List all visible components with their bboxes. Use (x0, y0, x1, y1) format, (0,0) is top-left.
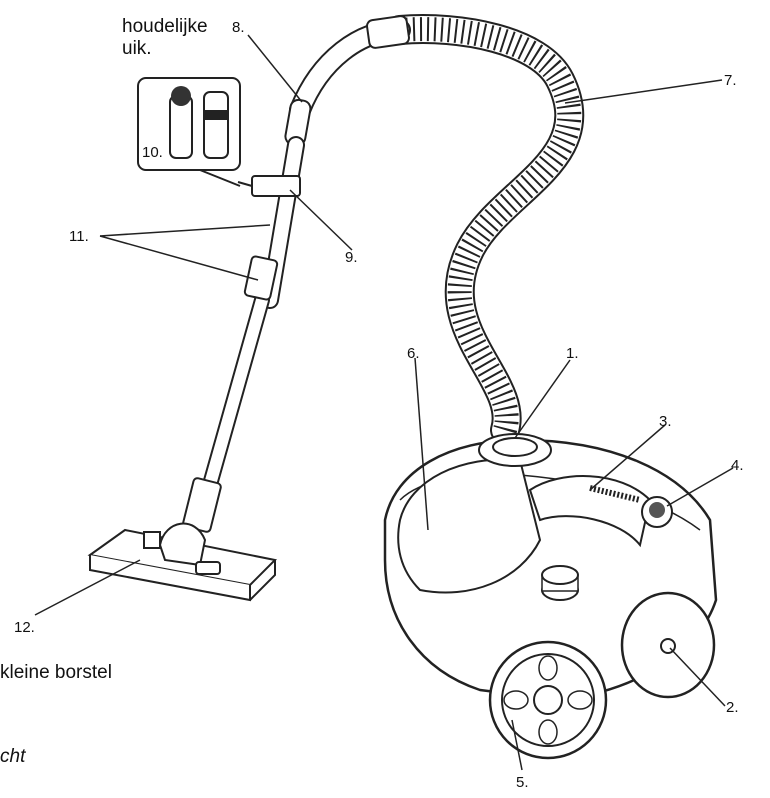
text-fragment-mid: kleine borstel (0, 662, 112, 683)
callout-1: 1. (566, 345, 579, 362)
callout-12: 12. (14, 619, 35, 636)
callout-9: 9. (345, 249, 358, 266)
accessory-clip (237, 175, 301, 197)
text-fragment-top-1: houdelijke (122, 16, 208, 37)
hose-handle (284, 15, 411, 147)
floor-nozzle (87, 522, 278, 602)
text-fragment-bottom: cht (0, 746, 26, 767)
accessories-inset (137, 77, 241, 187)
text-fragment-top-2: uik. (122, 38, 152, 59)
callout-7: 7. (724, 72, 737, 89)
vacuum-body (383, 433, 718, 760)
callout-3: 3. (659, 413, 672, 430)
callout-11: 11. (69, 228, 89, 245)
telescopic-tube (182, 136, 305, 533)
callout-8: 8. (232, 19, 245, 36)
callout-10: 10. (142, 144, 163, 161)
callout-6: 6. (407, 345, 420, 362)
callout-5: 5. (516, 774, 529, 791)
callout-2: 2. (726, 699, 739, 716)
leader-lines (34, 34, 734, 771)
callout-4: 4. (731, 457, 744, 474)
hose (385, 14, 585, 445)
